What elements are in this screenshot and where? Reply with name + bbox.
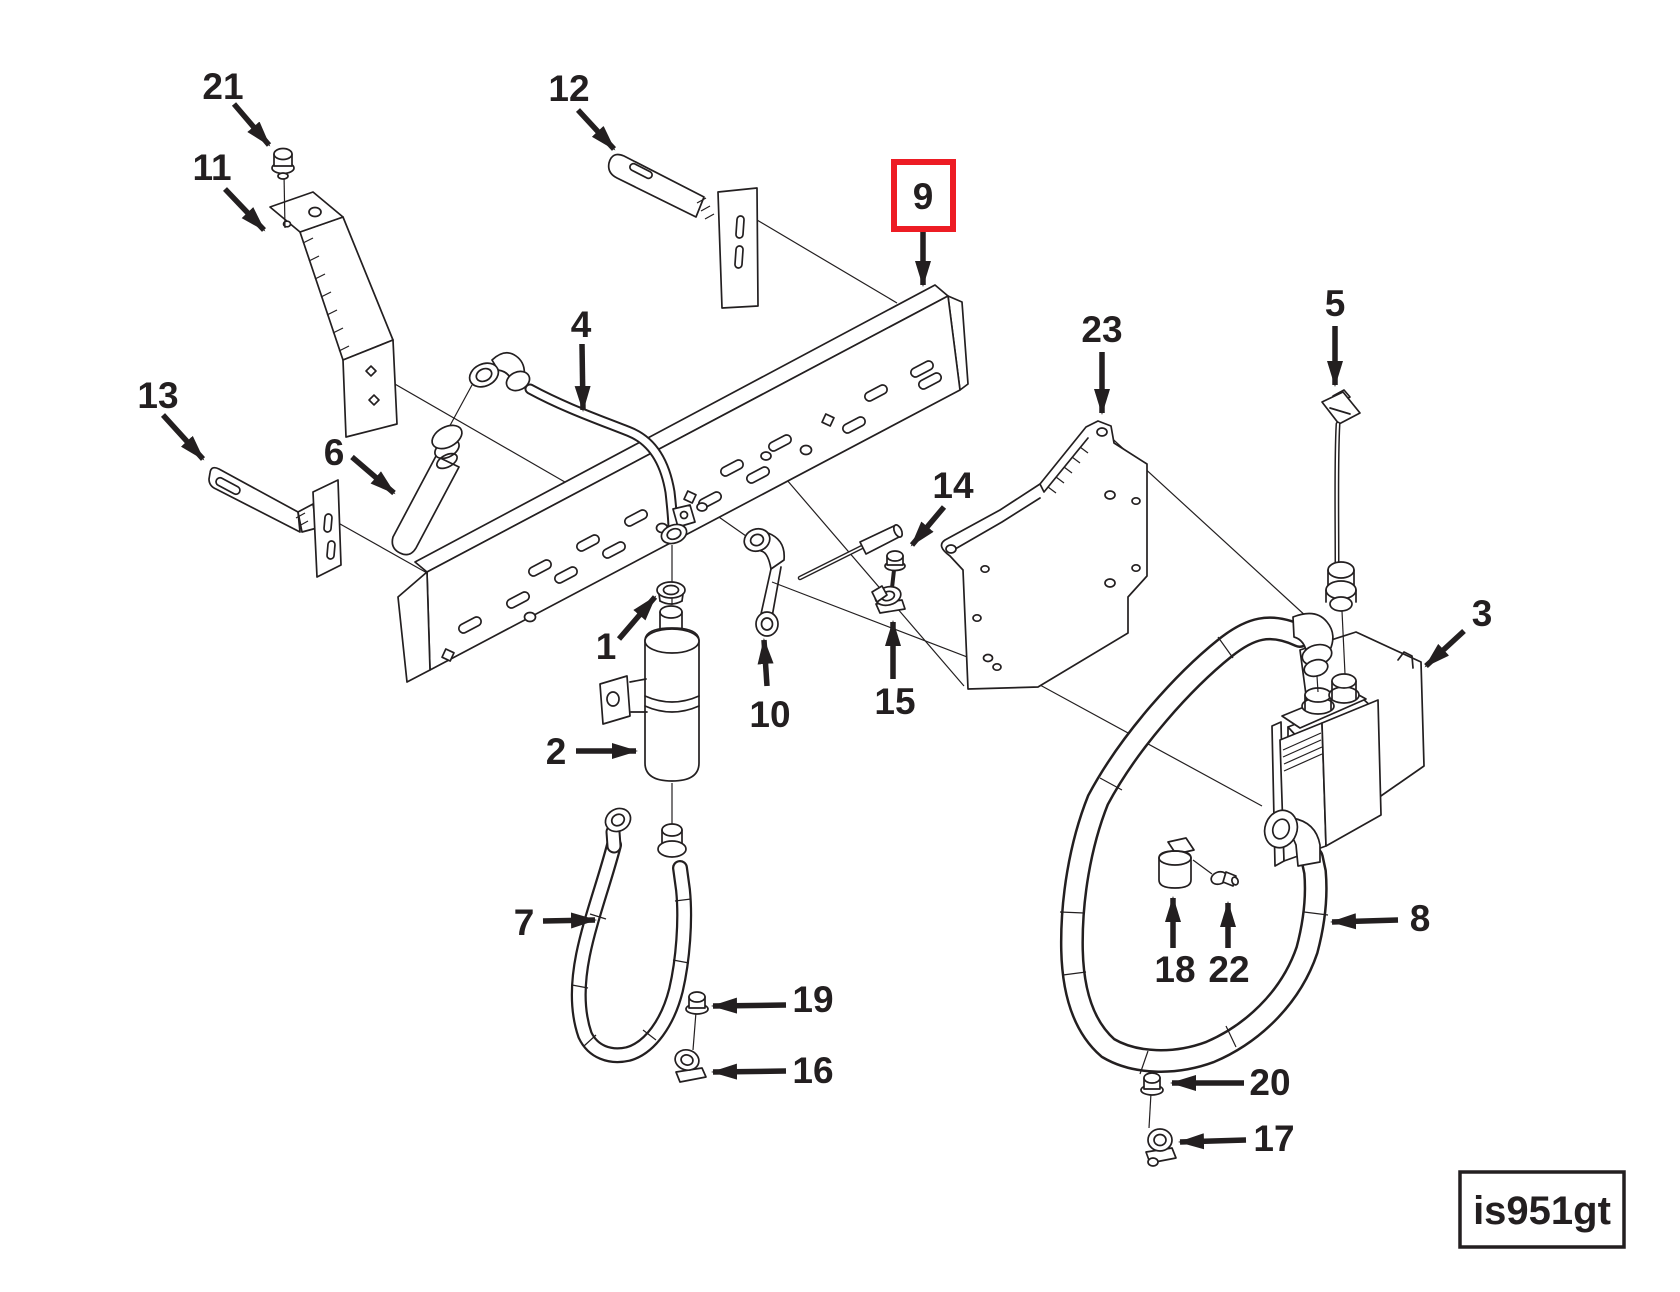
callout-1-label: 1: [596, 626, 617, 667]
part-bracket-23: [940, 420, 1148, 690]
callout-17: 17: [1178, 1118, 1295, 1159]
rail-slots: [441, 360, 943, 662]
part-nut-1: [656, 581, 686, 605]
callout-20: 20: [1170, 1062, 1291, 1103]
hose-7-ticks: [571, 898, 692, 1047]
device-ribs: [1282, 732, 1323, 772]
callout-19-label: 19: [792, 979, 833, 1020]
part-clamp-15: [871, 585, 906, 614]
callout-12: 12: [548, 68, 617, 151]
callout-18: 18: [1154, 896, 1196, 990]
callout-3-label: 3: [1472, 593, 1493, 634]
callout-14: 14: [909, 465, 974, 547]
part-device-3: [1263, 631, 1425, 867]
callout-11: 11: [192, 147, 266, 232]
device-port-left: [1301, 687, 1335, 715]
part-tube-6: [391, 424, 463, 556]
callout-17-label: 17: [1253, 1118, 1294, 1159]
part-hose-7: [570, 807, 693, 1064]
part-canister-2: [599, 605, 700, 858]
callout-13: 13: [137, 375, 206, 461]
part-bolt-20: [1140, 1072, 1164, 1129]
part-bracket-11: [269, 191, 398, 438]
part-bracket-12: [607, 153, 759, 309]
callout-2-label: 2: [546, 731, 567, 772]
callout-21-label: 21: [202, 66, 243, 107]
callout-12-label: 12: [548, 68, 589, 109]
callout-5-label: 5: [1325, 283, 1346, 324]
part-top-elbow: [1292, 612, 1334, 693]
part-rod-sleeve: [797, 524, 904, 581]
bracket-23-hatch: [1047, 446, 1089, 494]
callout-21: 21: [202, 66, 272, 147]
callout-23: 23: [1081, 309, 1123, 415]
part-rail: [397, 284, 969, 683]
part-clamp-16: [674, 1049, 707, 1083]
hose-8-ticks: [1059, 636, 1329, 1075]
callout-7: 7: [514, 902, 597, 943]
part-sensor-5: [1321, 389, 1361, 675]
bracket-11-hatch: [302, 237, 350, 352]
callout-22-label: 22: [1208, 949, 1249, 990]
callout-2: 2: [546, 731, 638, 772]
device-port-right: [1328, 673, 1360, 704]
callout-20-label: 20: [1249, 1062, 1290, 1103]
bracket-12-hatch: [696, 197, 715, 220]
callout-6: 6: [324, 432, 396, 496]
part-fitting-22: [1210, 870, 1239, 887]
code-box-border: [1458, 1170, 1626, 1249]
callout-3: 3: [1424, 593, 1493, 669]
callout-9-highlighted: 9: [891, 159, 956, 287]
callout-4: 4: [571, 304, 592, 412]
callout-13-label: 13: [137, 375, 178, 416]
callout-4-label: 4: [571, 304, 592, 345]
drawing-code-label: is951gt: [1473, 1189, 1611, 1233]
part-bolt-19: [685, 991, 709, 1051]
part-bracket-13: [208, 466, 342, 578]
callout-15: 15: [874, 620, 916, 722]
highlight-box: [891, 159, 956, 232]
part-elbow-10: [743, 527, 786, 637]
callout-11-label: 11: [192, 147, 231, 188]
part-cap-18: [1158, 837, 1213, 889]
callout-15-label: 15: [874, 681, 915, 722]
callout-6-label: 6: [324, 432, 345, 473]
callout-1: 1: [596, 595, 658, 667]
callout-18-label: 18: [1154, 949, 1195, 990]
callout-8-label: 8: [1410, 898, 1431, 939]
callout-10: 10: [749, 638, 791, 735]
part-hose-4: [468, 351, 696, 605]
drawing-code-box: is951gt: [1458, 1170, 1626, 1249]
callout-9-label: 9: [913, 176, 934, 217]
part-hose-8: [1059, 616, 1329, 1075]
callout-19: 19: [711, 979, 834, 1020]
callout-16-label: 16: [792, 1050, 833, 1091]
callout-23-label: 23: [1081, 309, 1122, 350]
part-clamp-17: [1145, 1128, 1177, 1167]
callout-22: 22: [1208, 901, 1250, 990]
callout-5: 5: [1325, 283, 1346, 387]
callout-7-label: 7: [514, 902, 535, 943]
callout-16: 16: [711, 1050, 834, 1091]
callout-10-label: 10: [749, 694, 790, 735]
callout-14-label: 14: [932, 465, 974, 506]
callout-8: 8: [1330, 898, 1431, 939]
bracket-13-hatch: [295, 512, 309, 527]
part-bolt-21: [271, 147, 295, 229]
callouts: 1 2 3 4 5 6 7 8: [137, 66, 1492, 1159]
